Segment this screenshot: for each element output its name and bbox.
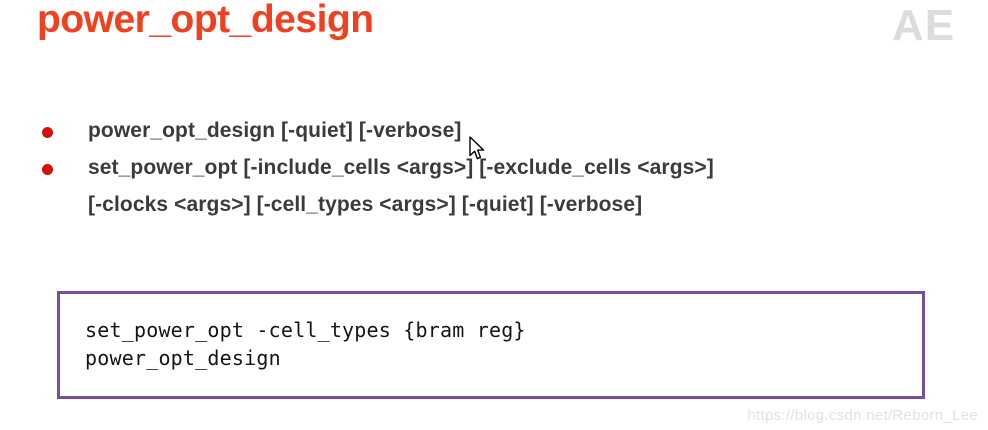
bullet-list: power_opt_design [-quiet] [-verbose] set… <box>42 118 942 219</box>
watermark-text: https://blog.csdn.net/Reborn_Lee <box>747 407 978 424</box>
list-item-continuation: [-clocks <args>] [-cell_types <args>] [-… <box>88 192 643 216</box>
list-item-label: power_opt_design [-quiet] [-verbose] <box>88 119 462 142</box>
code-block: set_power_opt -cell_types {bram reg} pow… <box>57 291 925 399</box>
code-line: set_power_opt -cell_types {bram reg} <box>85 318 526 342</box>
code-line: power_opt_design <box>85 346 281 371</box>
page-title: power_opt_design <box>37 0 374 41</box>
code-block-content: set_power_opt -cell_types {bram reg} pow… <box>60 294 922 373</box>
list-item: set_power_opt [-include_cells <args>] [-… <box>42 155 942 182</box>
list-item-label: set_power_opt [-include_cells <args>] [-… <box>88 155 714 179</box>
brand-logo: AE <box>892 4 956 48</box>
list-item: power_opt_design [-quiet] [-verbose] <box>42 118 942 145</box>
bullet-dot-icon <box>42 163 53 175</box>
bullet-dot-icon <box>42 127 53 138</box>
